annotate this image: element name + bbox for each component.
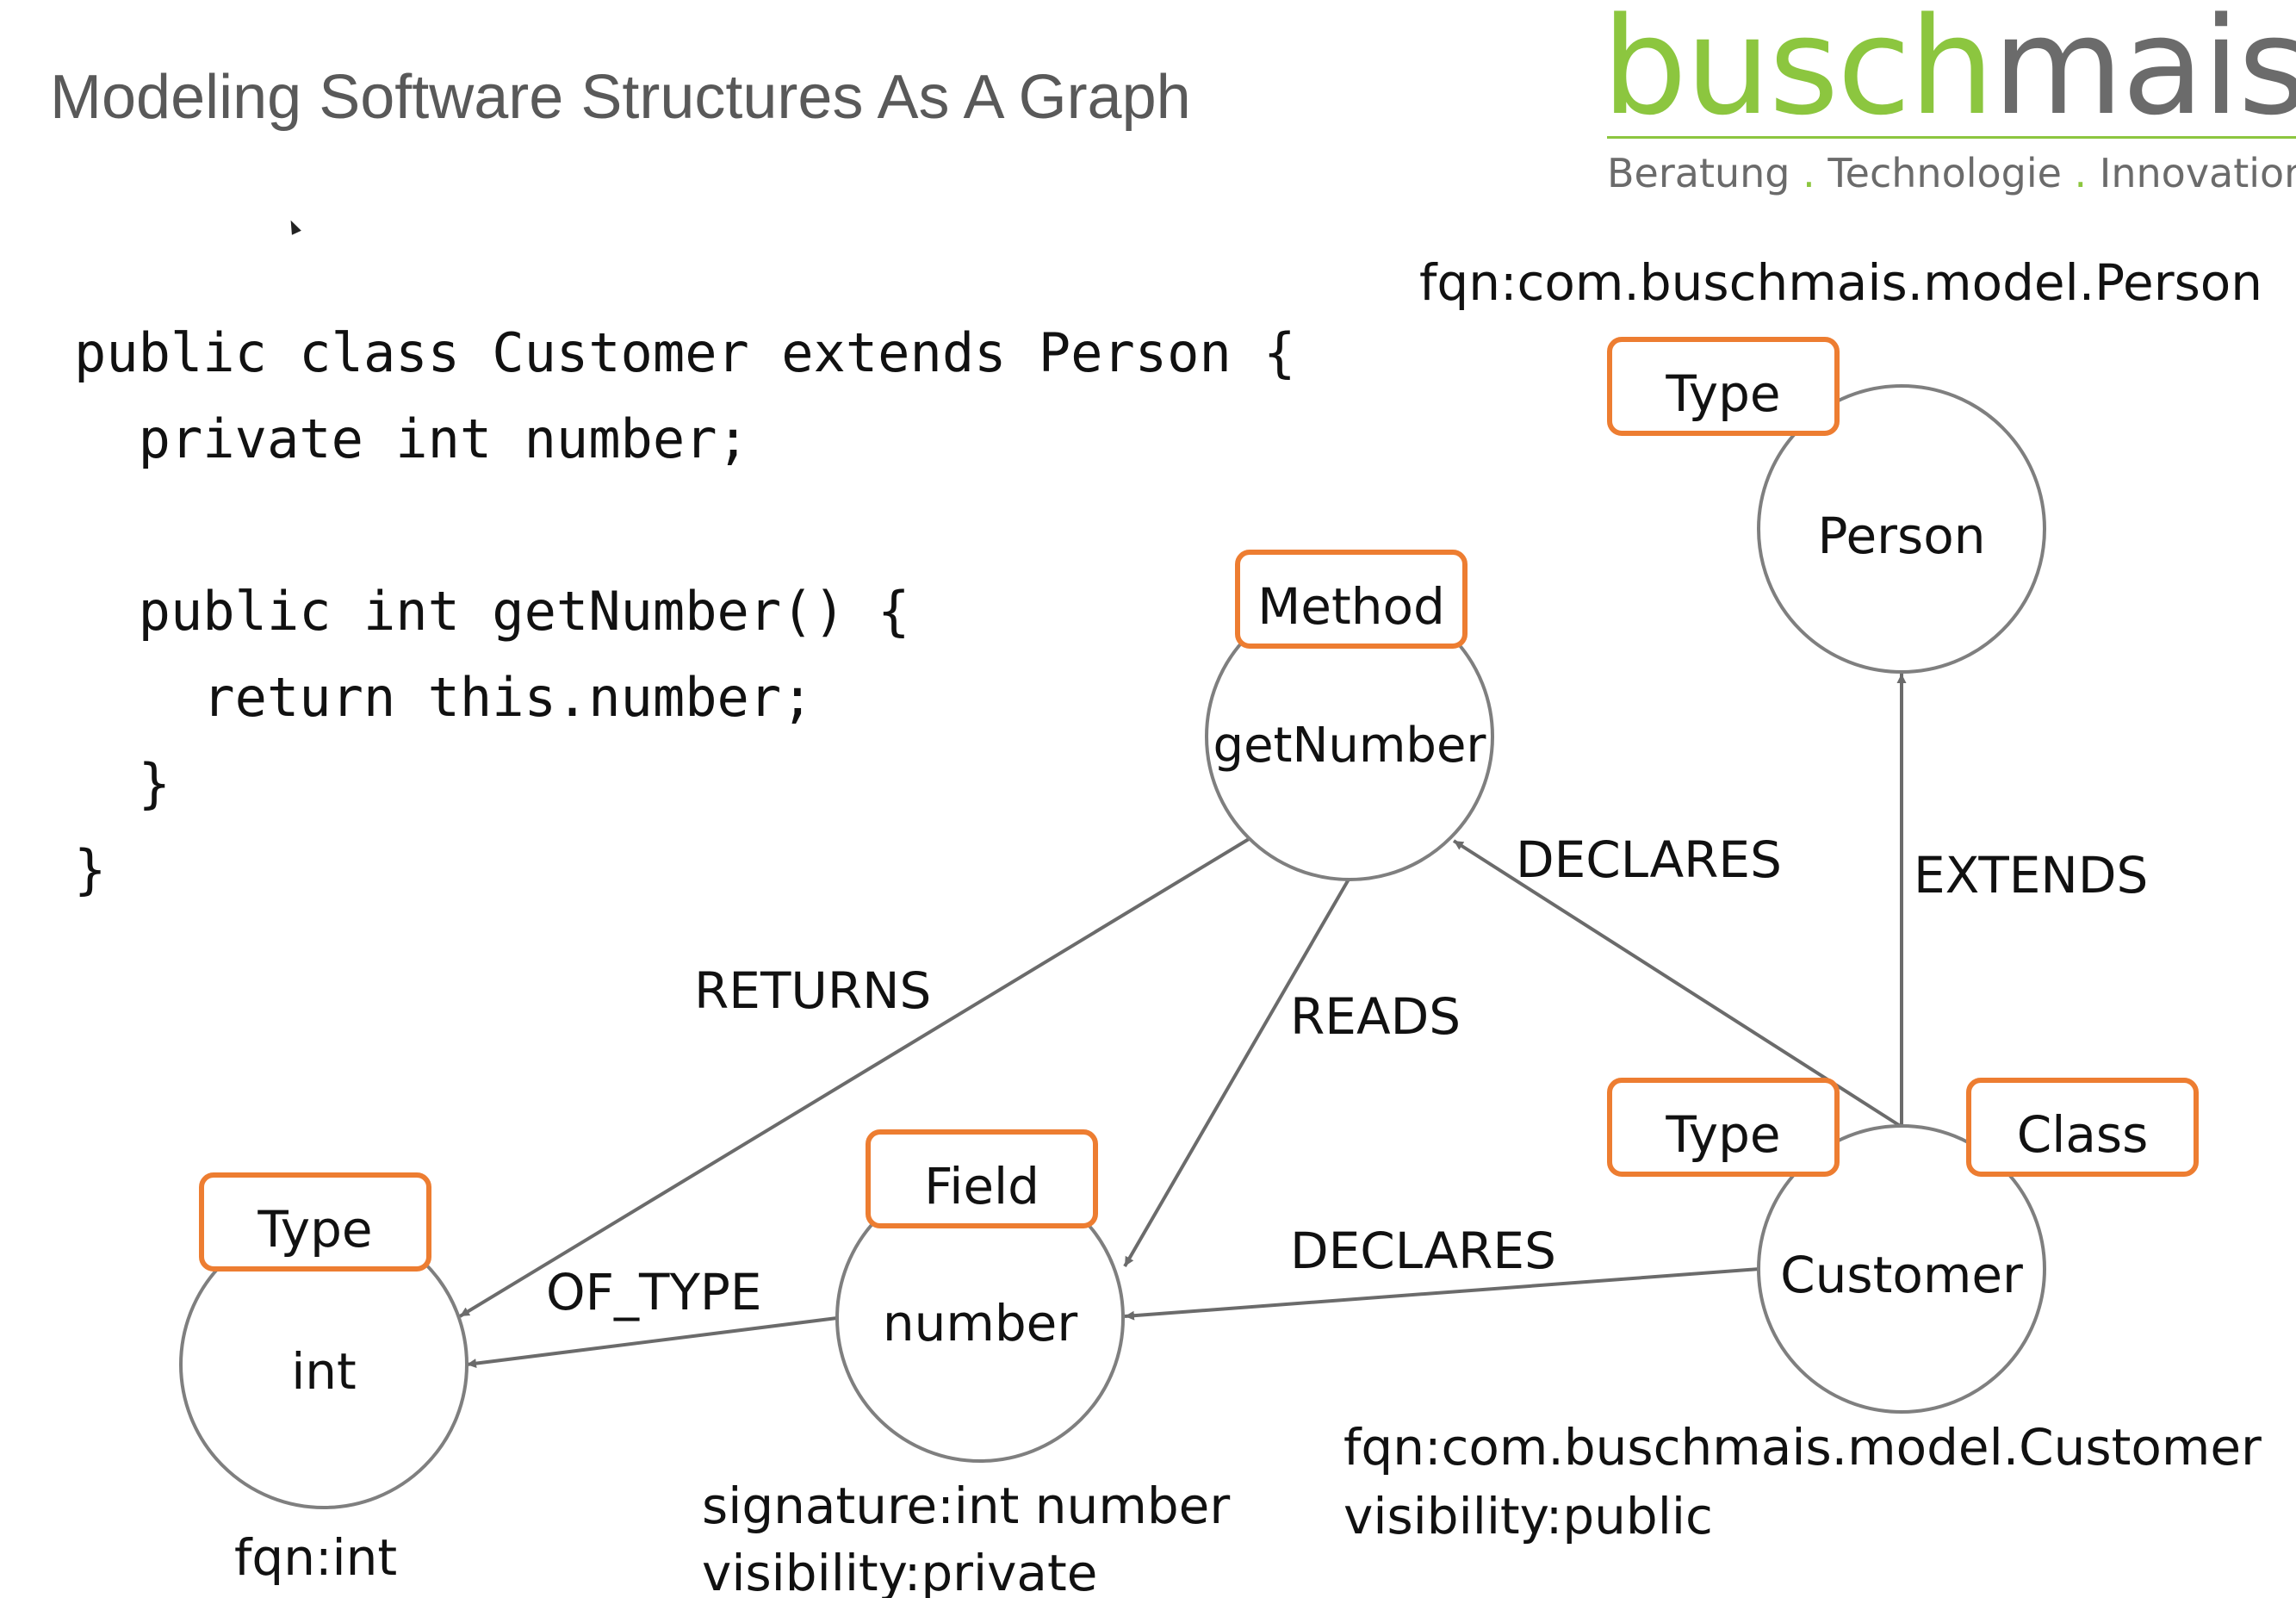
edge-label-reads: READS — [1290, 987, 1461, 1046]
tagline-innovation: Innovation — [2099, 150, 2296, 196]
edge-returns — [458, 835, 1255, 1318]
node-name-number: number — [883, 1294, 1078, 1352]
node-property-number-visibility: visibility:private — [702, 1544, 1097, 1598]
label-box-int-type — [199, 1172, 431, 1272]
node-property-customer-visibility: visibility:public — [1343, 1487, 1713, 1545]
node-property-number-signature: signature:int number — [702, 1477, 1230, 1535]
label-box-person-type — [1607, 337, 1840, 436]
node-label-int-type: Type — [257, 1200, 372, 1259]
node-name-customer: Customer — [1780, 1246, 2023, 1304]
edge-reads — [1123, 876, 1351, 1268]
logo-word-busch: busch — [1602, 0, 1995, 145]
label-box-customer-class — [1966, 1078, 2199, 1177]
tagline-beratung: Beratung — [1607, 150, 1790, 196]
node-property-person-fqn: fqn:com.buschmais.model.Person — [1419, 253, 2262, 312]
edge-declares-field — [1124, 1267, 1760, 1321]
node-label-field: Field — [924, 1157, 1039, 1216]
edge-label-declares-field: DECLARES — [1290, 1222, 1556, 1280]
logo-word-mais: mais — [1992, 0, 2296, 145]
node-property-customer-fqn: fqn:com.buschmais.model.Customer — [1343, 1418, 2262, 1477]
label-box-field — [866, 1129, 1098, 1228]
node-person — [1757, 384, 2046, 674]
code-line: } — [74, 752, 171, 815]
node-label-customer-type: Type — [1665, 1105, 1780, 1164]
node-customer — [1757, 1124, 2046, 1414]
edge-of-type — [466, 1316, 838, 1369]
code-line: public int getNumber() { — [74, 580, 910, 643]
node-name-int: int — [291, 1342, 357, 1401]
code-line: private int number; — [74, 407, 749, 470]
node-label-person-type: Type — [1665, 364, 1780, 423]
code-line: return this.number; — [74, 666, 814, 729]
node-name-getnumber: getNumber — [1213, 718, 1487, 774]
edge-label-extends: EXTENDS — [1914, 846, 2148, 905]
tagline-technologie: Technologie — [1827, 150, 2062, 196]
node-label-method: Method — [1257, 577, 1445, 636]
label-box-customer-type — [1607, 1078, 1840, 1177]
node-name-person: Person — [1818, 507, 1986, 565]
logo-underline — [1607, 136, 2296, 139]
java-code-block: public class Customer extends Person { p… — [74, 310, 1295, 913]
code-line: public class Customer extends Person { — [74, 321, 1296, 384]
code-line: } — [74, 838, 107, 901]
label-box-method — [1235, 550, 1468, 649]
tagline-dot-1: . — [1803, 150, 1815, 196]
company-logo: buschmais — [1602, 0, 2296, 147]
tagline-dot-2: . — [2074, 150, 2088, 196]
slide-title: Modeling Software Structures As A Graph — [50, 63, 1191, 132]
logo-tagline: Beratung . Technologie . Innovation — [1607, 150, 2296, 196]
edge-label-of-type: OF_TYPE — [546, 1263, 762, 1321]
edge-label-returns: RETURNS — [694, 961, 931, 1020]
edge-label-declares-method: DECLARES — [1516, 830, 1782, 889]
node-property-int-fqn: fqn:int — [234, 1528, 397, 1587]
node-label-customer-class: Class — [2017, 1105, 2149, 1164]
